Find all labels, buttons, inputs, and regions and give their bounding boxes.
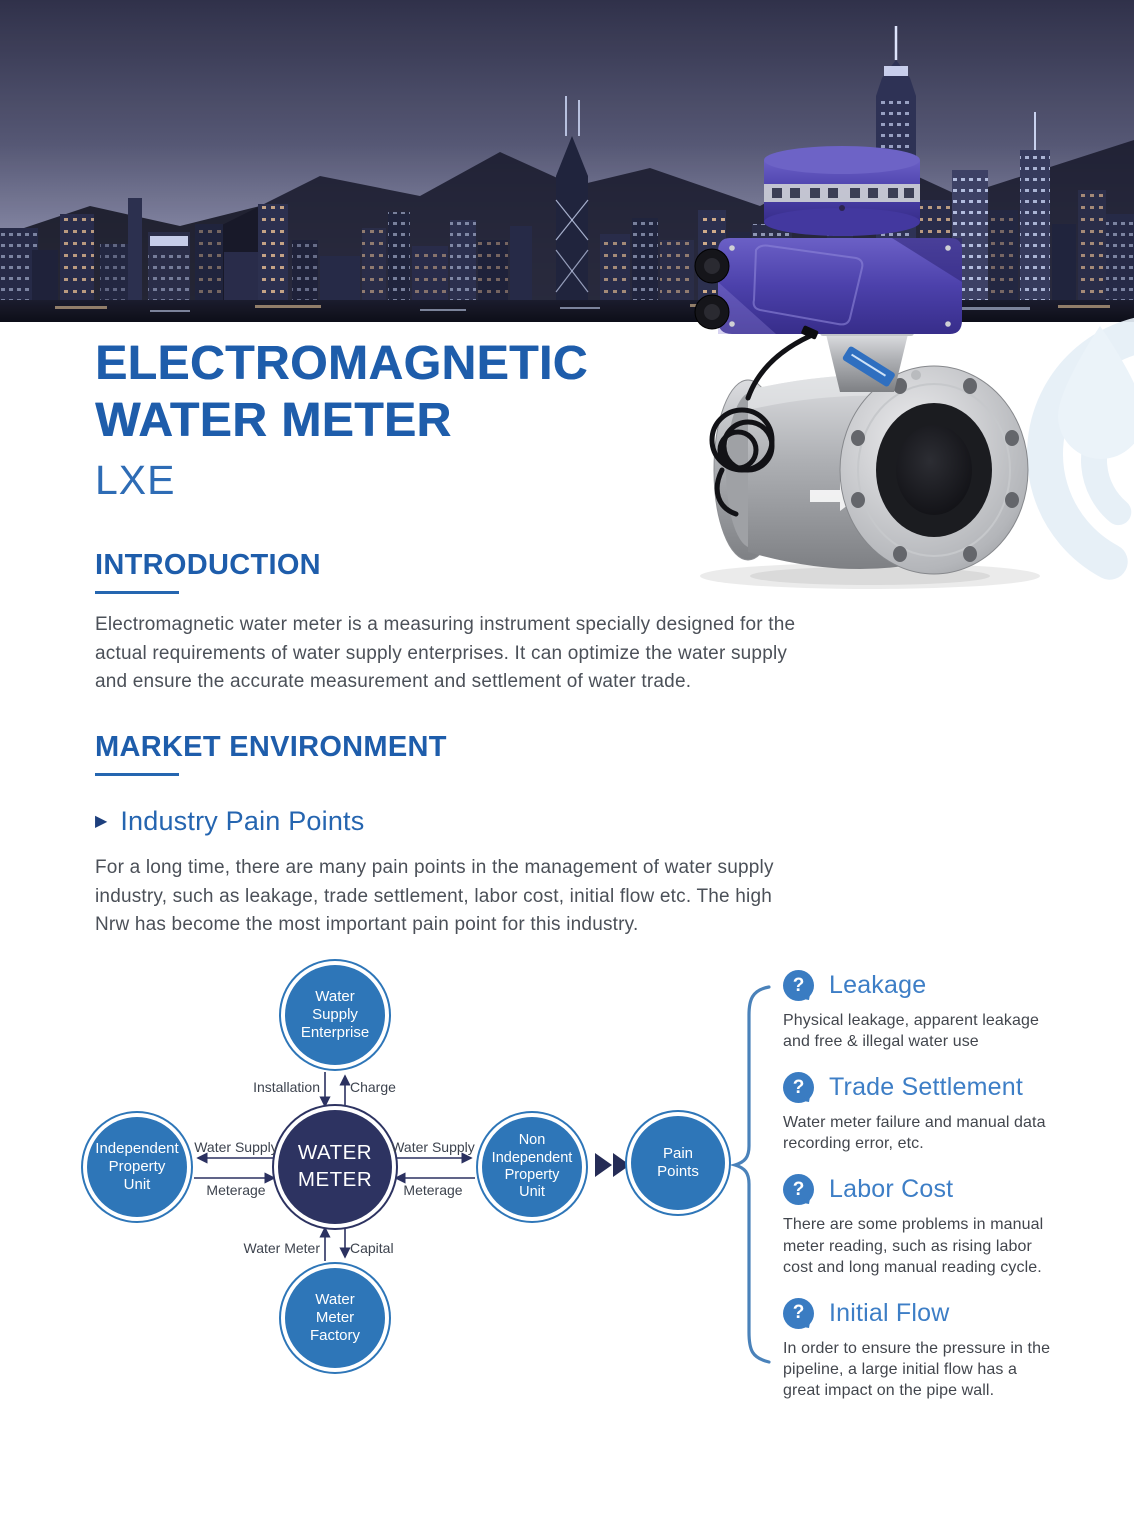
- model-name: LXE: [95, 457, 176, 504]
- edge-label-water-meter: Water Meter: [243, 1240, 321, 1256]
- diagram-connectors: [194, 985, 771, 1364]
- pain-item-labor-cost: ? Labor Cost There are some problems in …: [783, 1174, 1055, 1277]
- edge-label-charge: Charge: [350, 1079, 396, 1095]
- node-water-supply-enterprise: Water Supply Enterprise: [285, 965, 385, 1065]
- heading-underline: [95, 773, 179, 776]
- fast-forward-icon: [595, 1153, 630, 1177]
- pain-item-leakage: ? Leakage Physical leakage, apparent lea…: [783, 970, 1055, 1052]
- edge-label-water-supply-left: Water Supply: [194, 1139, 278, 1155]
- pain-description: There are some problems in manual meter …: [783, 1216, 1044, 1276]
- register-digits: [772, 188, 914, 198]
- flange-bolt-holes: [851, 378, 1019, 562]
- edge-label-meterage-left: Meterage: [206, 1182, 266, 1198]
- node-pain-points: Pain Points: [631, 1116, 725, 1210]
- edge-label-meterage-right: Meterage: [403, 1182, 463, 1198]
- diagram-arrows: [194, 1072, 475, 1261]
- product-tag: [842, 346, 895, 387]
- pain-title: Leakage: [829, 971, 927, 999]
- pain-description: Water meter failure and manual data reco…: [783, 1114, 1046, 1153]
- market-environment-section: MARKET ENVIRONMENT ▶ Industry Pain Point…: [95, 731, 810, 940]
- introduction-heading: INTRODUCTION: [95, 549, 321, 581]
- title-line-2: WATER METER: [95, 393, 452, 447]
- node-water-meter: WATER METER: [278, 1110, 392, 1224]
- question-bubble-icon: ?: [783, 1072, 814, 1104]
- pain-title: Initial Flow: [829, 1298, 950, 1327]
- page-title: ELECTROMAGNETIC WATER METER: [95, 336, 588, 449]
- node-independent-property-unit: Independent Property Unit: [87, 1117, 187, 1217]
- subheading-text: Industry Pain Points: [120, 806, 365, 836]
- pain-title: Trade Settlement: [829, 1073, 1024, 1102]
- introduction-body: Electromagnetic water meter is a measuri…: [95, 614, 796, 692]
- edge-label-water-supply-right: Water Supply: [391, 1139, 475, 1155]
- question-bubble-icon: ?: [783, 1297, 814, 1329]
- pain-description: In order to ensure the pressure in the p…: [783, 1339, 1051, 1399]
- pain-title: Labor Cost: [829, 1175, 954, 1204]
- industry-pain-points-subheading: ▶ Industry Pain Points: [95, 806, 810, 837]
- pain-item-initial-flow: ? Initial Flow In order to ensure the pr…: [783, 1297, 1055, 1401]
- market-environment-body: For a long time, there are many pain poi…: [95, 857, 774, 935]
- sensor-cable: [709, 333, 813, 517]
- introduction-section: INTRODUCTION Electromagnetic water meter…: [95, 549, 810, 697]
- pain-points-list: ? Leakage Physical leakage, apparent lea…: [783, 970, 1055, 1401]
- water-meter-product-image: [660, 138, 1070, 593]
- title-block: ELECTROMAGNETIC WATER METER LXE: [95, 336, 588, 504]
- triangle-bullet-icon: ▶: [95, 812, 108, 830]
- node-water-meter-factory: Water Meter Factory: [285, 1268, 385, 1368]
- question-bubble-icon: ?: [783, 1174, 814, 1206]
- pain-item-trade-settlement: ? Trade Settlement Water meter failure a…: [783, 1072, 1055, 1154]
- heading-underline: [95, 591, 179, 594]
- node-non-independent-property-unit: Non Independent Property Unit: [482, 1117, 582, 1217]
- curly-brace: [729, 985, 771, 1364]
- title-line-1: ELECTROMAGNETIC: [95, 337, 588, 390]
- bank-tower: [555, 96, 589, 322]
- edge-label-installation: Installation: [253, 1079, 320, 1095]
- question-bubble-icon: ?: [783, 970, 814, 1001]
- pain-description: Physical leakage, apparent leakage and f…: [783, 1012, 1040, 1051]
- edge-label-capital: Capital: [350, 1240, 394, 1256]
- market-environment-heading: MARKET ENVIRONMENT: [95, 731, 447, 763]
